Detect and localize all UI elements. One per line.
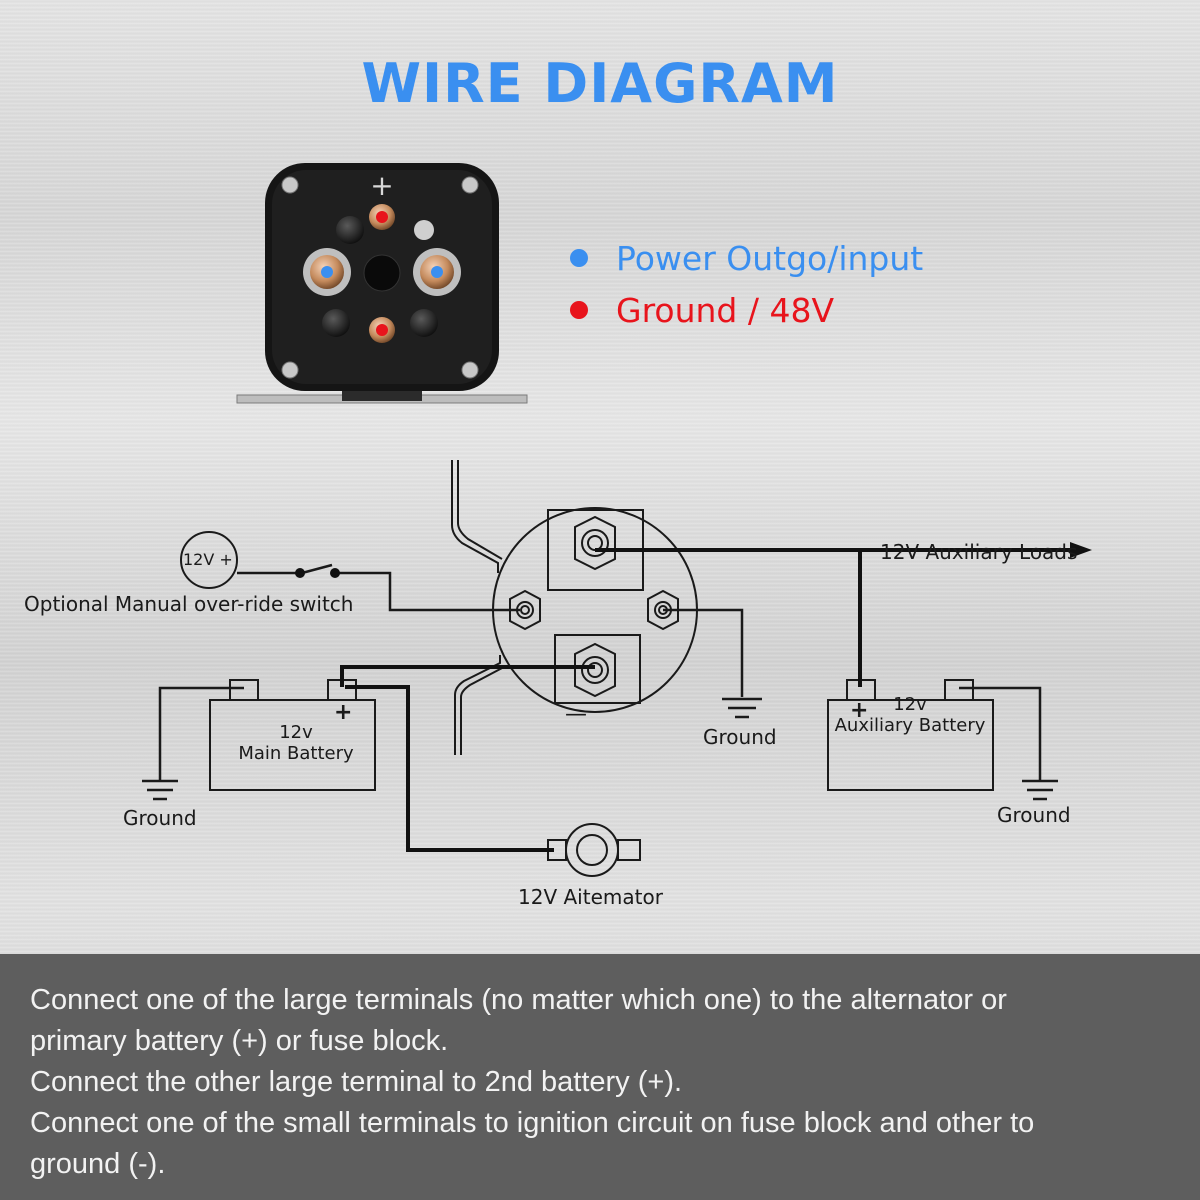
large-terminal-icon (574, 642, 616, 698)
instruction-line: Connect the other large terminal to 2nd … (30, 1066, 683, 1098)
instruction-line: Connect one of the large terminals (no m… (30, 984, 1007, 1016)
photo-plus-mark: + (370, 169, 393, 202)
ground-left-label: Ground (123, 806, 197, 830)
aux-plus-label: + (850, 698, 869, 723)
override-switch-label: Optional Manual over-ride switch (24, 592, 354, 616)
power-marker-icon (431, 266, 443, 278)
instruction-line: Connect one of the small terminals to ig… (30, 1107, 1035, 1139)
legend-label: Power Outgo/input (616, 238, 924, 278)
power-marker-icon (321, 266, 333, 278)
arrow-icon (1070, 542, 1092, 558)
ground-right-label: Ground (997, 803, 1071, 827)
legend: Power Outgo/input Ground / 48V (570, 232, 923, 336)
ground-icon (722, 697, 762, 719)
ground-icon (1022, 779, 1058, 801)
aux-battery-label: 12v Auxiliary Battery (830, 694, 990, 736)
switch-source-icon (180, 531, 238, 589)
aux-battery-name: Auxiliary Battery (834, 715, 986, 736)
wiring-diagram (142, 460, 1092, 877)
solenoid-minus-label: — (565, 702, 587, 727)
switch-source-label: 12V + (183, 550, 233, 569)
main-battery-label: 12v Main Battery (226, 722, 366, 764)
aux-battery (827, 699, 994, 791)
wire-ground-left (158, 686, 244, 780)
wire-main-solenoid (340, 665, 595, 687)
alternator-icon (565, 823, 619, 877)
main-plus-label: + (334, 700, 353, 725)
blue-dot-icon (570, 249, 588, 267)
corner-screw-icon (281, 176, 479, 379)
alternator-label: 12V Aitemator (518, 885, 663, 909)
main-battery-name: Main Battery (238, 743, 354, 764)
main-battery-voltage: 12v (279, 722, 313, 743)
legend-item-ground: Ground / 48V (570, 284, 923, 336)
wire-ground-right (959, 686, 1042, 780)
legend-label: Ground / 48V (616, 290, 835, 330)
aux-battery-voltage: 12v (893, 694, 927, 715)
wire-alternator (345, 685, 554, 852)
ground-icon (142, 779, 178, 801)
legend-item-power: Power Outgo/input (570, 232, 923, 284)
red-dot-icon (570, 301, 588, 319)
instructions-panel: Connect one of the large terminals (no m… (0, 954, 1200, 1200)
large-terminal-icon (574, 515, 616, 571)
wire-ground-center (663, 608, 744, 697)
main-battery (209, 699, 376, 791)
instruction-line: primary battery (+) or fuse block. (30, 1025, 449, 1057)
ground-marker-icon (376, 324, 388, 336)
instruction-line: ground (-). (30, 1148, 166, 1180)
ground-center-label: Ground (703, 725, 777, 749)
aux-loads-label: 12V Auxiliary Loads (880, 540, 1078, 564)
solenoid-photo: + (236, 163, 528, 404)
page-title: WIRE DIAGRAM (361, 52, 839, 115)
ground-marker-icon (376, 211, 388, 223)
